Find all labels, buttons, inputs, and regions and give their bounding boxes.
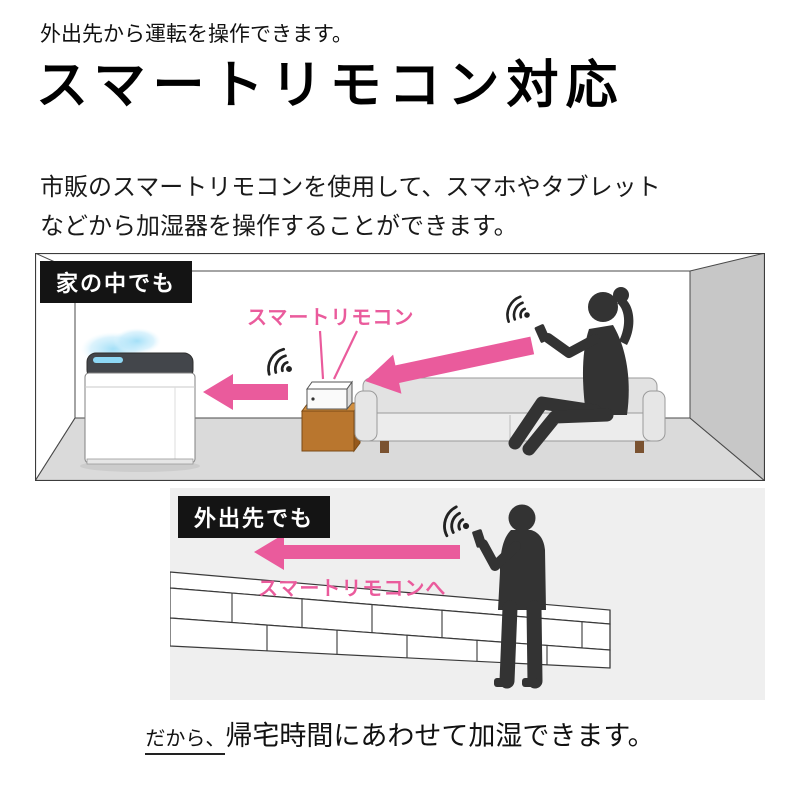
smartphone: [472, 529, 487, 548]
smart-remote-label: スマートリモコン: [247, 307, 415, 329]
indoor-scene-panel: 家の中でも スマートリモコン: [35, 253, 765, 481]
man-silhouette: [472, 504, 546, 689]
outdoor-badge: 外出先でも: [178, 496, 331, 538]
wifi-icon: [262, 344, 301, 385]
wifi-icon: [502, 292, 537, 330]
brick-wall: [170, 571, 611, 669]
side-table: [301, 401, 361, 453]
humidifier-mist-light: [93, 357, 123, 363]
humidifier: [81, 328, 196, 465]
indoor-badge: 家の中でも: [40, 261, 193, 303]
footer-note: だから、帰宅時間にあわせて加湿できます。: [0, 714, 800, 755]
tagline: 外出先から運転を操作できます。: [40, 23, 353, 46]
page-title: スマートリモコン対応: [36, 57, 625, 115]
remote-pointer-lines: [318, 330, 358, 380]
description-line-1: 市販のスマートリモコンを使用して、スマホやタブレット: [40, 174, 661, 201]
hair-bun: [613, 287, 629, 303]
mist-glow: [113, 328, 161, 354]
smart-remote-device: [306, 380, 353, 411]
outdoor-scene-panel: 外出先でも スマートリモコンへ: [170, 488, 765, 700]
description: 市販のスマートリモコンを使用して、スマホやタブレットなどから加湿器を操作すること…: [40, 168, 661, 246]
to-smart-remote-label: スマートリモコンへ: [258, 578, 447, 600]
indoor-scene-illustration: [35, 253, 765, 481]
arrow-phone-to-remote: [365, 336, 535, 394]
arrow-remote-to-humidifier: [203, 374, 288, 410]
arrow-to-smart-remote: [254, 534, 460, 570]
description-line-2: などから加湿器を操作することができます。: [40, 213, 518, 240]
footer-prefix: だから、: [145, 728, 226, 755]
woman-silhouette: [508, 287, 634, 456]
room-right-wall: [689, 253, 765, 481]
smartphone: [534, 324, 550, 343]
footer-text: 帰宅時間にあわせて加湿できます。: [225, 721, 655, 751]
